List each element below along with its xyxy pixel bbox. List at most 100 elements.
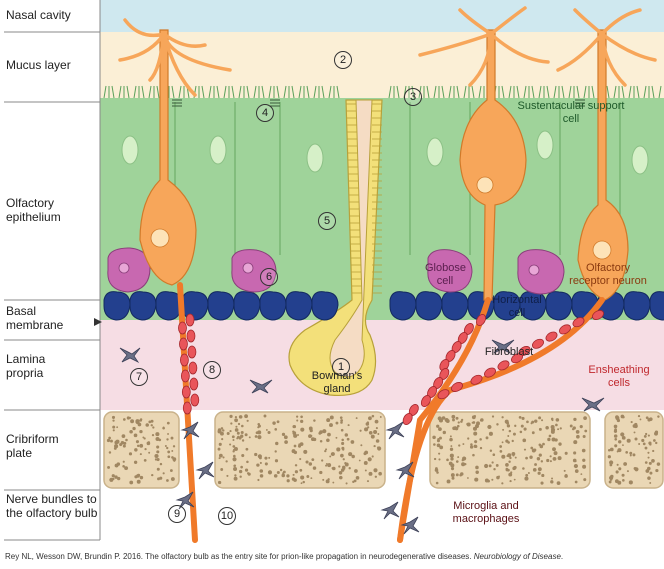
bone-pore (550, 429, 555, 434)
bone-pore (329, 415, 334, 420)
bone-pore (218, 457, 221, 460)
bone-pore (257, 478, 260, 482)
basal-cell (441, 291, 469, 321)
microvillus (313, 85, 317, 99)
label-mucus-layer: Mucus layer (6, 58, 71, 72)
bone-pore (455, 473, 459, 477)
bone-pore (509, 456, 512, 460)
bone-pore (654, 431, 658, 436)
bone-pore (438, 418, 444, 423)
bone-pore (474, 477, 479, 482)
bone-pore (552, 456, 557, 461)
bone-pore (621, 473, 625, 477)
bone-pore (233, 476, 238, 481)
bone-pore (327, 432, 331, 437)
bone-pore (111, 474, 115, 478)
bone-pore (450, 467, 455, 471)
bone-pore (121, 434, 126, 438)
mucus-band (100, 32, 664, 102)
microvillus (141, 85, 145, 99)
bone-pore (573, 417, 577, 422)
basal-cell (233, 291, 261, 321)
bone-pore (171, 456, 174, 459)
bone-pore (505, 463, 509, 467)
bone-pore (501, 441, 504, 444)
bone-pore (235, 425, 238, 428)
bone-pore (613, 424, 618, 429)
bone-pore (132, 426, 136, 431)
bone-pore (552, 447, 556, 452)
bone-pore (436, 443, 441, 448)
bone-pore (436, 439, 440, 443)
bone-pore (371, 414, 375, 418)
bone-pore (556, 481, 561, 485)
bone-pore (564, 474, 568, 478)
bone-pore (583, 416, 587, 420)
bone-pore (615, 415, 619, 419)
label-horizontal: Horizontal cell (492, 294, 542, 319)
bone-pore (649, 482, 652, 484)
microvillus (606, 85, 610, 99)
bone-pore (524, 476, 529, 481)
bone-pore (122, 444, 126, 448)
bone-pore (555, 418, 560, 422)
bone-pore (135, 419, 140, 424)
bone-pore (582, 434, 586, 438)
microvillus (433, 85, 437, 99)
bone-pore (616, 450, 619, 453)
bone-pore (368, 416, 372, 421)
bone-pore (354, 469, 358, 473)
bone-pore (655, 468, 659, 473)
bone-pore (371, 455, 374, 458)
bone-pore (475, 470, 479, 475)
bone-pore (234, 428, 239, 432)
figure-caption: Rey NL, Wesson DW, Brundin P. 2016. The … (5, 552, 563, 561)
bone-pore (286, 479, 290, 483)
bone-pore (218, 442, 222, 446)
bone-pore (545, 425, 549, 430)
bone-pore (300, 482, 303, 485)
bone-pore (166, 421, 170, 425)
bone-pore (300, 415, 303, 419)
bone-pore (630, 420, 633, 424)
bone-pore (455, 416, 459, 420)
microvillus (216, 85, 220, 99)
bone-pore (296, 419, 299, 422)
bone-pore (564, 451, 568, 455)
bone-pore (375, 427, 378, 430)
bone-pore (491, 415, 495, 418)
bone-pore (326, 418, 331, 423)
bone-pore (470, 443, 473, 446)
bone-pore (484, 463, 489, 469)
bone-pore (584, 429, 588, 433)
bone-pore (469, 445, 474, 449)
bone-pore (538, 416, 542, 420)
label-olfactory-neuron: Olfactory receptor neuron (569, 262, 647, 287)
bone-pore (449, 435, 452, 438)
bone-pore (614, 437, 618, 441)
bone-pore (343, 467, 346, 470)
bone-pore (303, 449, 308, 454)
bone-pore (364, 469, 367, 472)
bone-pore (299, 457, 302, 461)
bone-pore (647, 456, 650, 459)
bone-pore (292, 430, 295, 433)
ensheathing-cell (476, 314, 486, 326)
bone-pore (139, 429, 143, 434)
marker-8: 8 (203, 361, 221, 379)
bone-pore (346, 437, 350, 441)
microvillus (276, 85, 280, 99)
bone-pore (123, 418, 126, 421)
layer-dividers (4, 0, 101, 541)
bone-pore (540, 481, 544, 485)
bone-pore (340, 419, 344, 422)
label-lamina-propria: Lamina propria (6, 352, 46, 380)
bone-pore (123, 441, 127, 445)
bone-pore (607, 455, 611, 459)
bone-pore (549, 460, 552, 463)
microvillus (223, 85, 227, 99)
bone-pore (572, 458, 577, 463)
bone-pore (374, 475, 378, 478)
bone-pore (574, 480, 578, 484)
bone-pore (336, 447, 341, 452)
